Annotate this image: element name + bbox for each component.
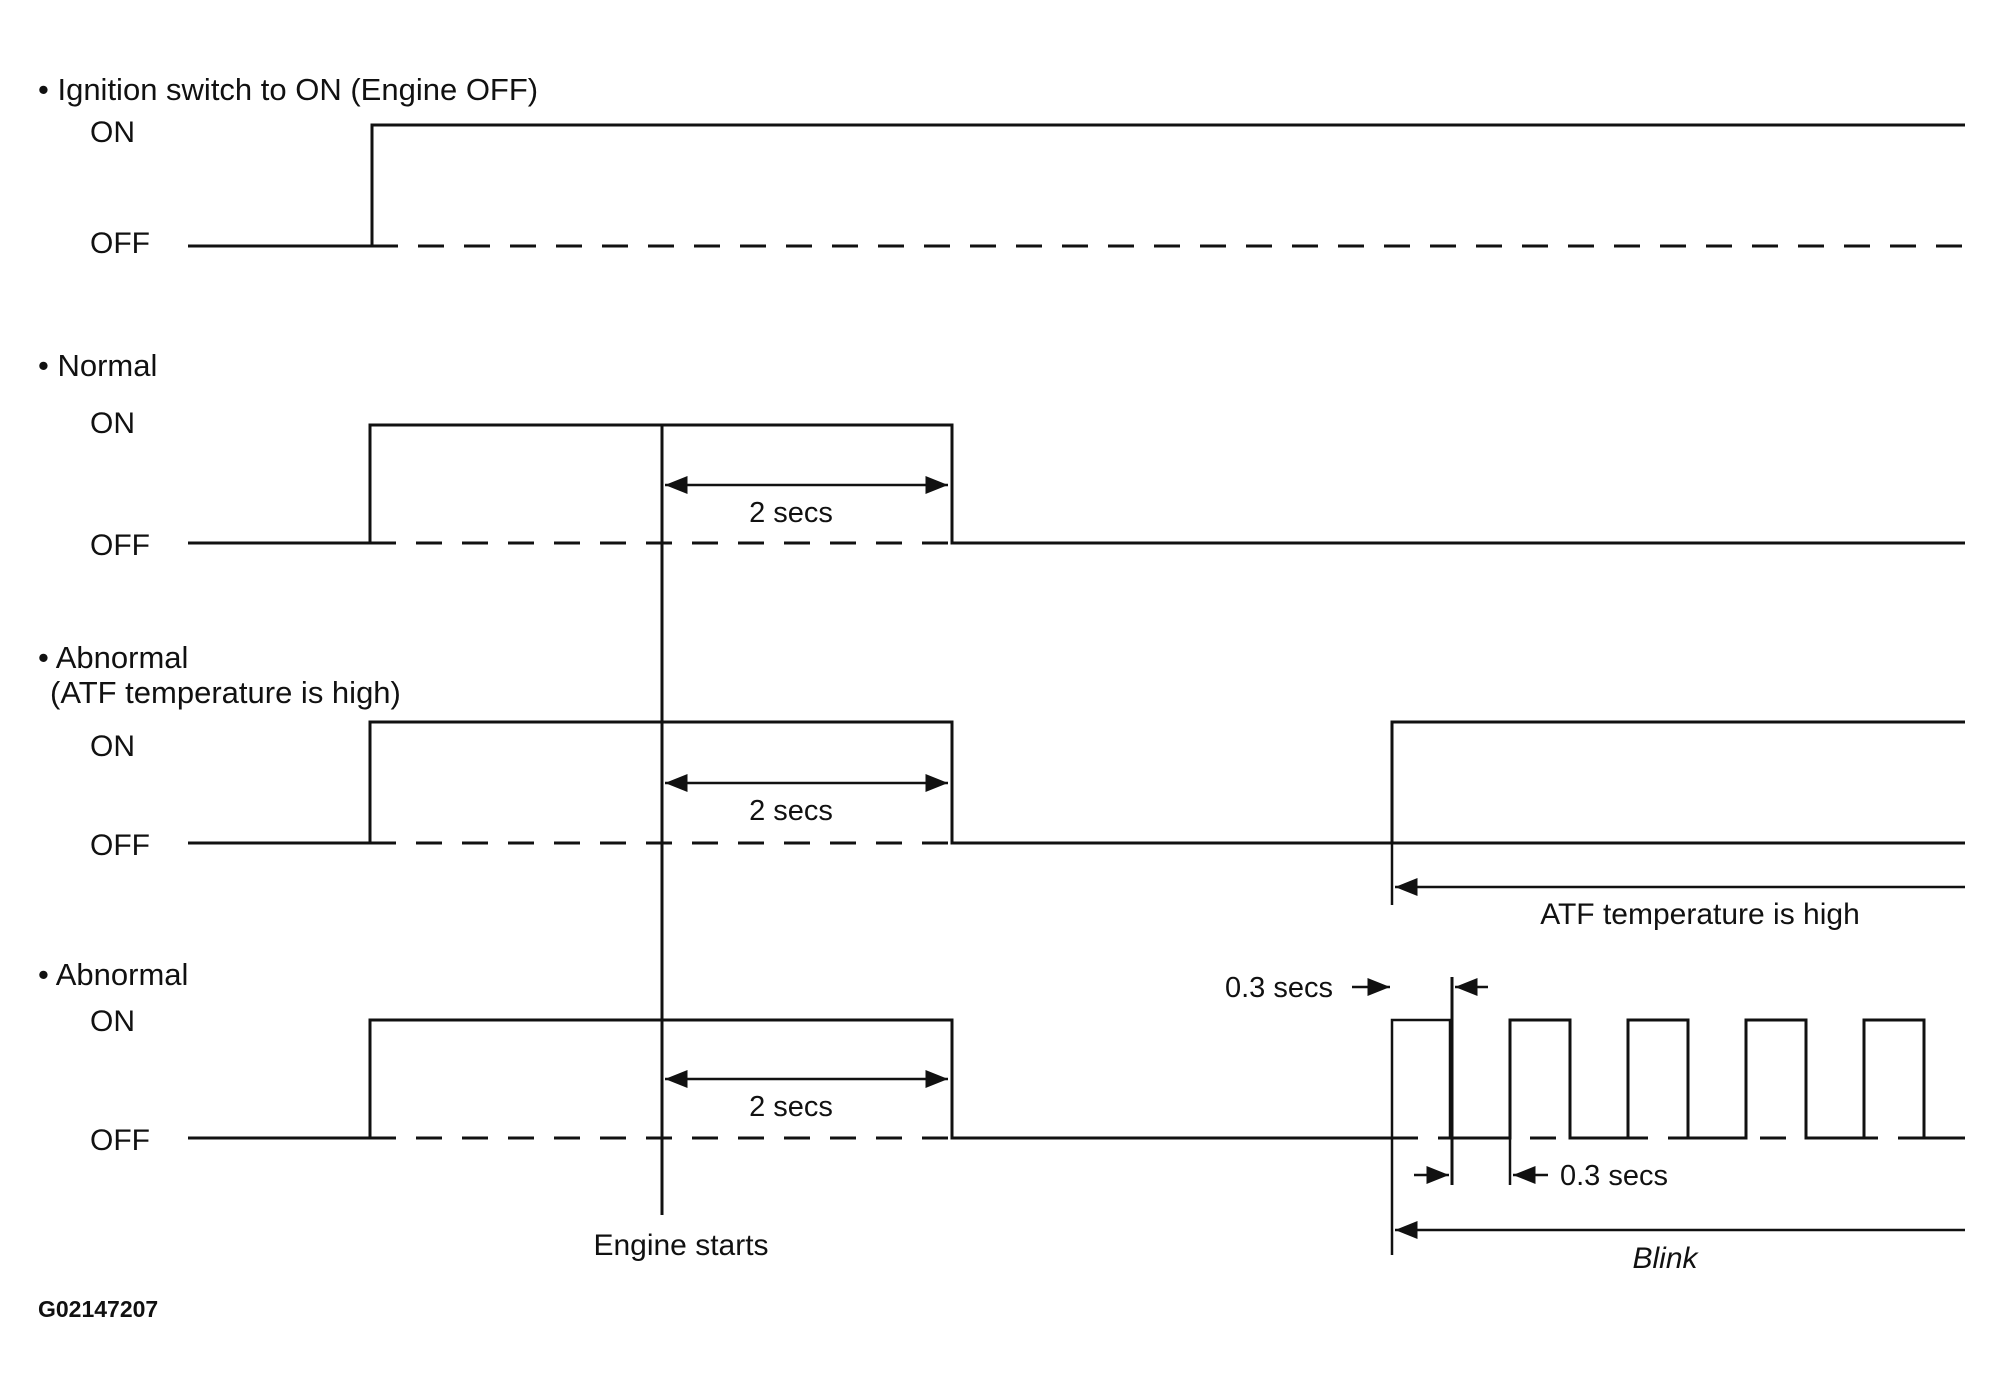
abnormal-atf-subtitle: (ATF temperature is high) (50, 675, 401, 710)
normal-duration-label: 2 secs (749, 497, 833, 529)
ignition-signal (188, 123, 1965, 248)
abnormal-atf-title: • Abnormal (38, 640, 188, 675)
abnormal-atf-on-label: ON (90, 730, 135, 763)
normal-title: • Normal (38, 348, 157, 383)
ignition-on-label: ON (90, 116, 135, 149)
normal-on-label: ON (90, 407, 135, 440)
abnormal-blink-title: • Abnormal (38, 957, 188, 992)
abnormal-atf-signal (188, 720, 1965, 845)
figure-id: G02147207 (38, 1296, 158, 1322)
abnormal-blink-off-label: OFF (90, 1124, 150, 1157)
blink-on-time-label: 0.3 secs (1225, 972, 1333, 1004)
blink-off-time-label: 0.3 secs (1560, 1160, 1668, 1192)
blink-range-label: Blink (1632, 1242, 1699, 1275)
blink-pulse-train (1452, 1018, 1965, 1140)
abnormal-blink-duration-label: 2 secs (749, 1091, 833, 1123)
ignition-title: • Ignition switch to ON (Engine OFF) (38, 72, 538, 107)
atf-range-label: ATF temperature is high (1540, 898, 1860, 931)
ignition-off-label: OFF (90, 227, 150, 260)
engine-starts-label: Engine starts (593, 1229, 768, 1262)
normal-off-label: OFF (90, 529, 150, 562)
normal-signal (188, 423, 1965, 545)
abnormal-blink-on-label: ON (90, 1005, 135, 1038)
blink-pulse-1 (1390, 1018, 1452, 1138)
abnormal-atf-off-label: OFF (90, 829, 150, 862)
abnormal-atf-duration-label: 2 secs (749, 795, 833, 827)
